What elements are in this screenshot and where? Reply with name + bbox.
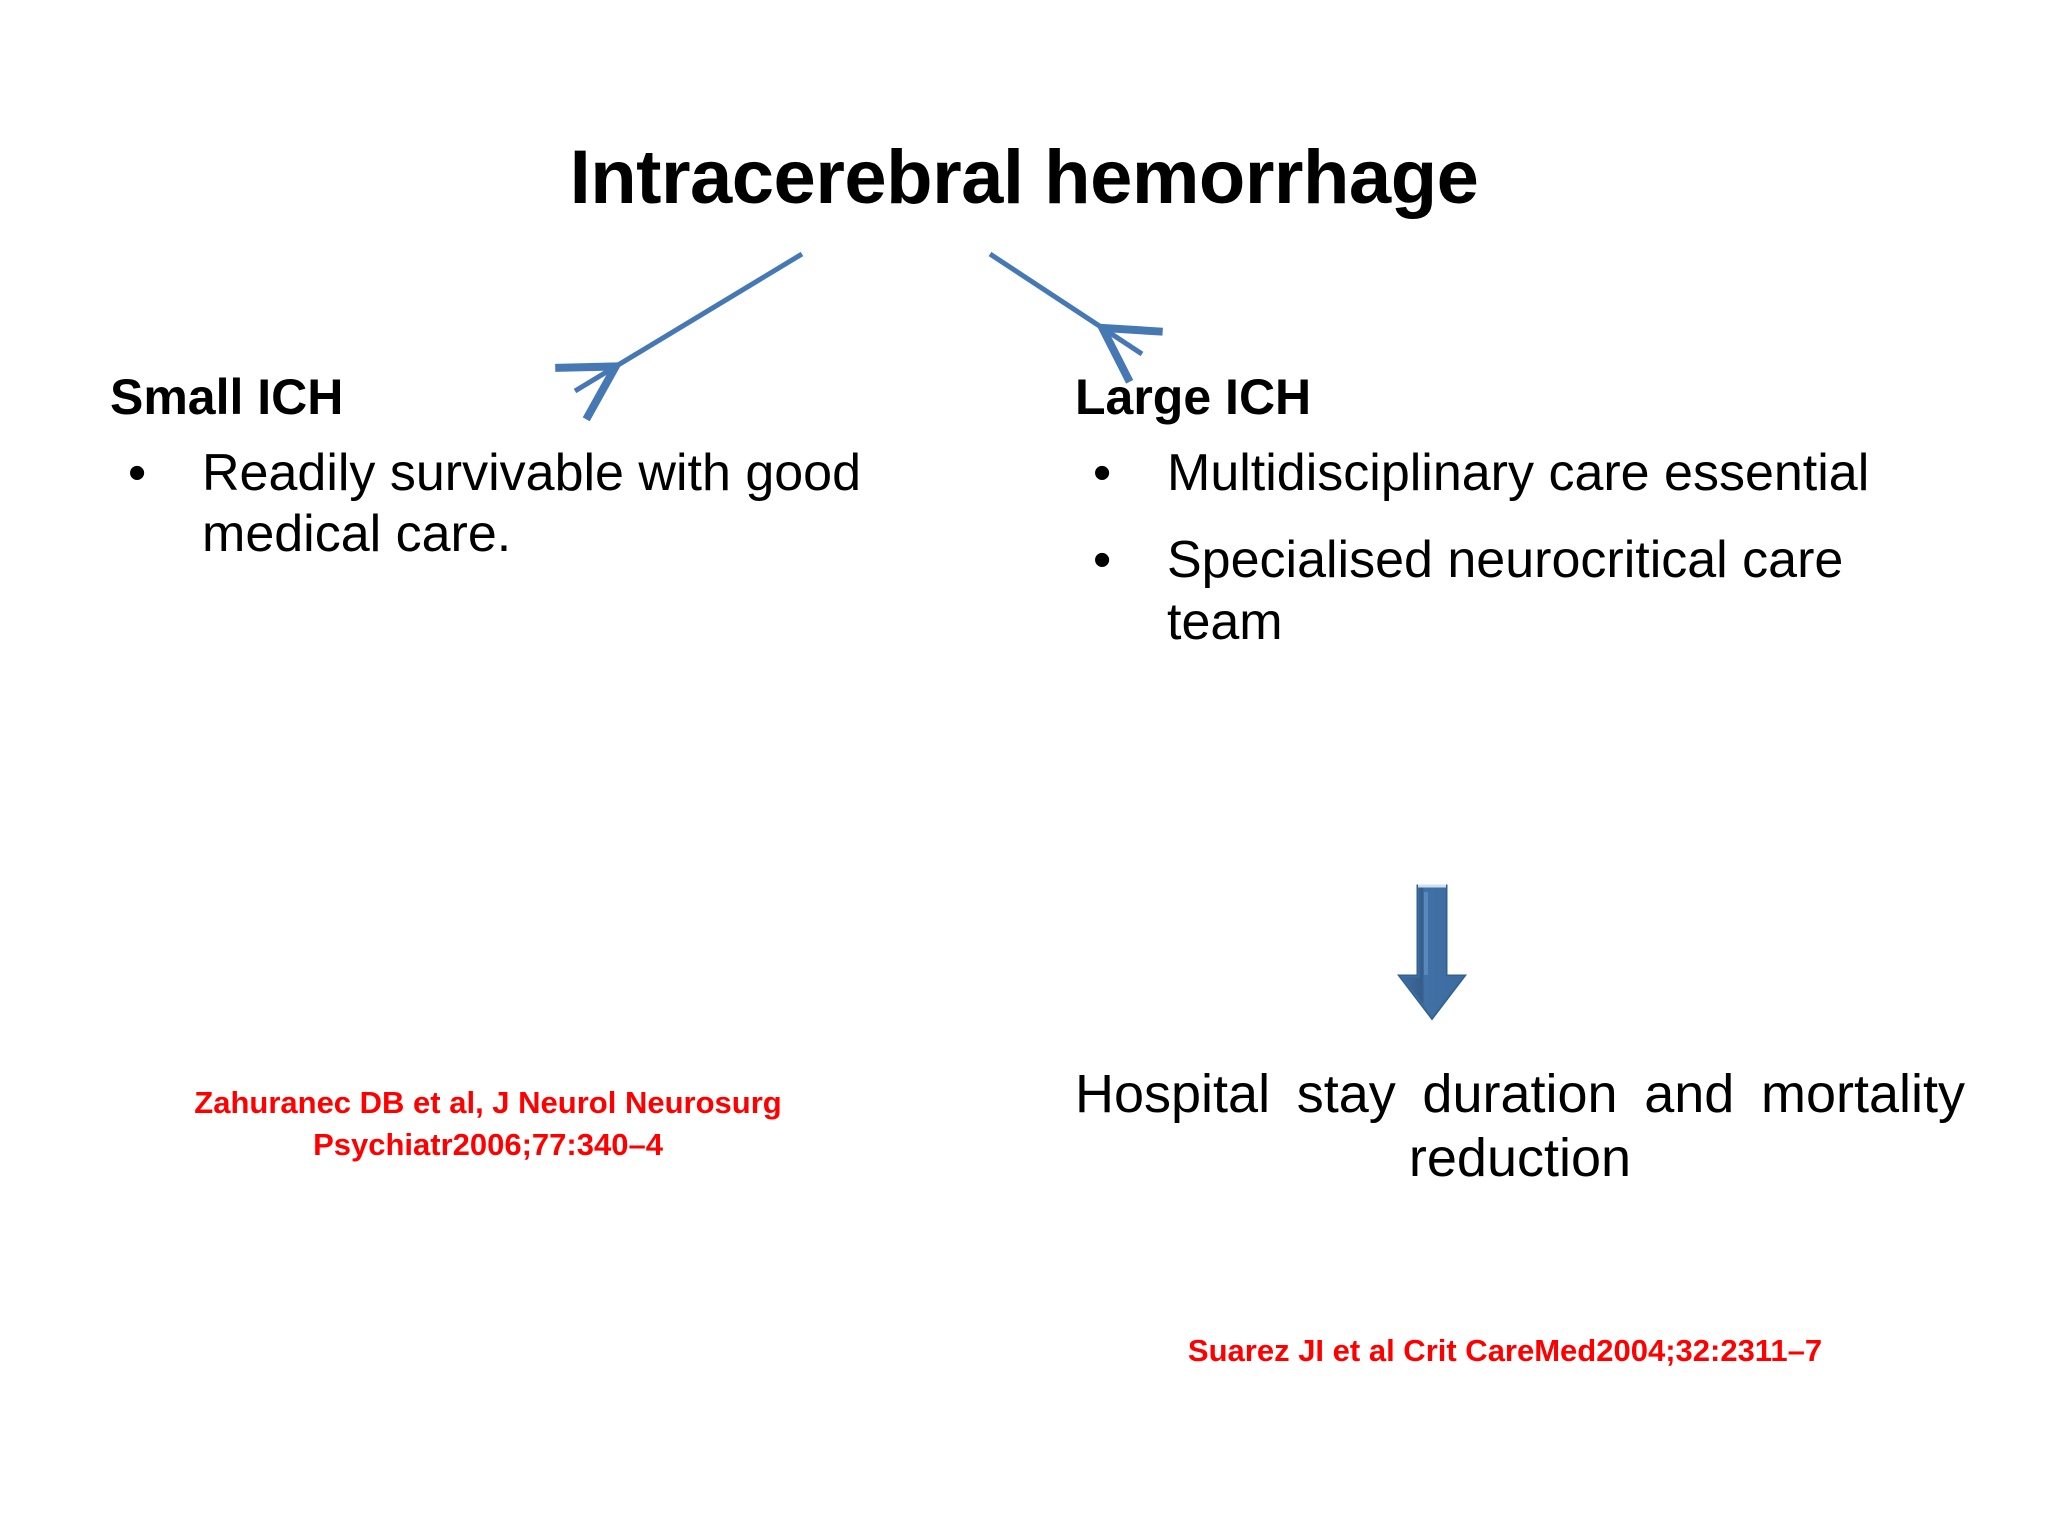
page-title: Intracerebral hemorrhage bbox=[569, 135, 1479, 220]
list-item: • Multidisciplinary care essential bbox=[1075, 443, 1905, 504]
small-ich-heading: Small ICH bbox=[110, 369, 344, 425]
list-item: • Specialised neurocritical care team bbox=[1075, 530, 1905, 653]
arrow-to-outcome-block bbox=[1396, 884, 1468, 1021]
citation-zahuranec: Zahuranec DB et al, J Neurol Neurosurg P… bbox=[194, 1085, 782, 1162]
list-item-label: Specialised neurocritical care team bbox=[1167, 531, 1844, 651]
small-ich-bullet-list: • Readily survivable with good medical c… bbox=[110, 443, 930, 566]
large-ich-heading: Large ICH bbox=[1075, 369, 1312, 425]
bullet-dot-icon: • bbox=[128, 444, 147, 502]
large-ich-bullet-list: • Multidisciplinary care essential • Spe… bbox=[1075, 443, 1905, 653]
list-item: • Readily survivable with good medical c… bbox=[110, 443, 930, 566]
list-item-label: Multidisciplinary care essential bbox=[1167, 444, 1870, 502]
branch-large-ich: Large ICH • Multidisciplinary care essen… bbox=[1075, 370, 1905, 679]
branch-small-ich: Small ICH • Readily survivable with good… bbox=[110, 370, 930, 592]
outcome-statement: Hospital stay duration and mortality red… bbox=[1075, 1064, 1965, 1188]
bullet-dot-icon: • bbox=[1093, 444, 1112, 502]
citation-suarez: Suarez JI et al Crit CareMed2004;32:2311… bbox=[1187, 1333, 1823, 1368]
list-item-label: Readily survivable with good medical car… bbox=[202, 444, 862, 564]
arrow-to-large-ich-line bbox=[988, 251, 1142, 354]
bullet-dot-icon: • bbox=[1093, 531, 1112, 590]
